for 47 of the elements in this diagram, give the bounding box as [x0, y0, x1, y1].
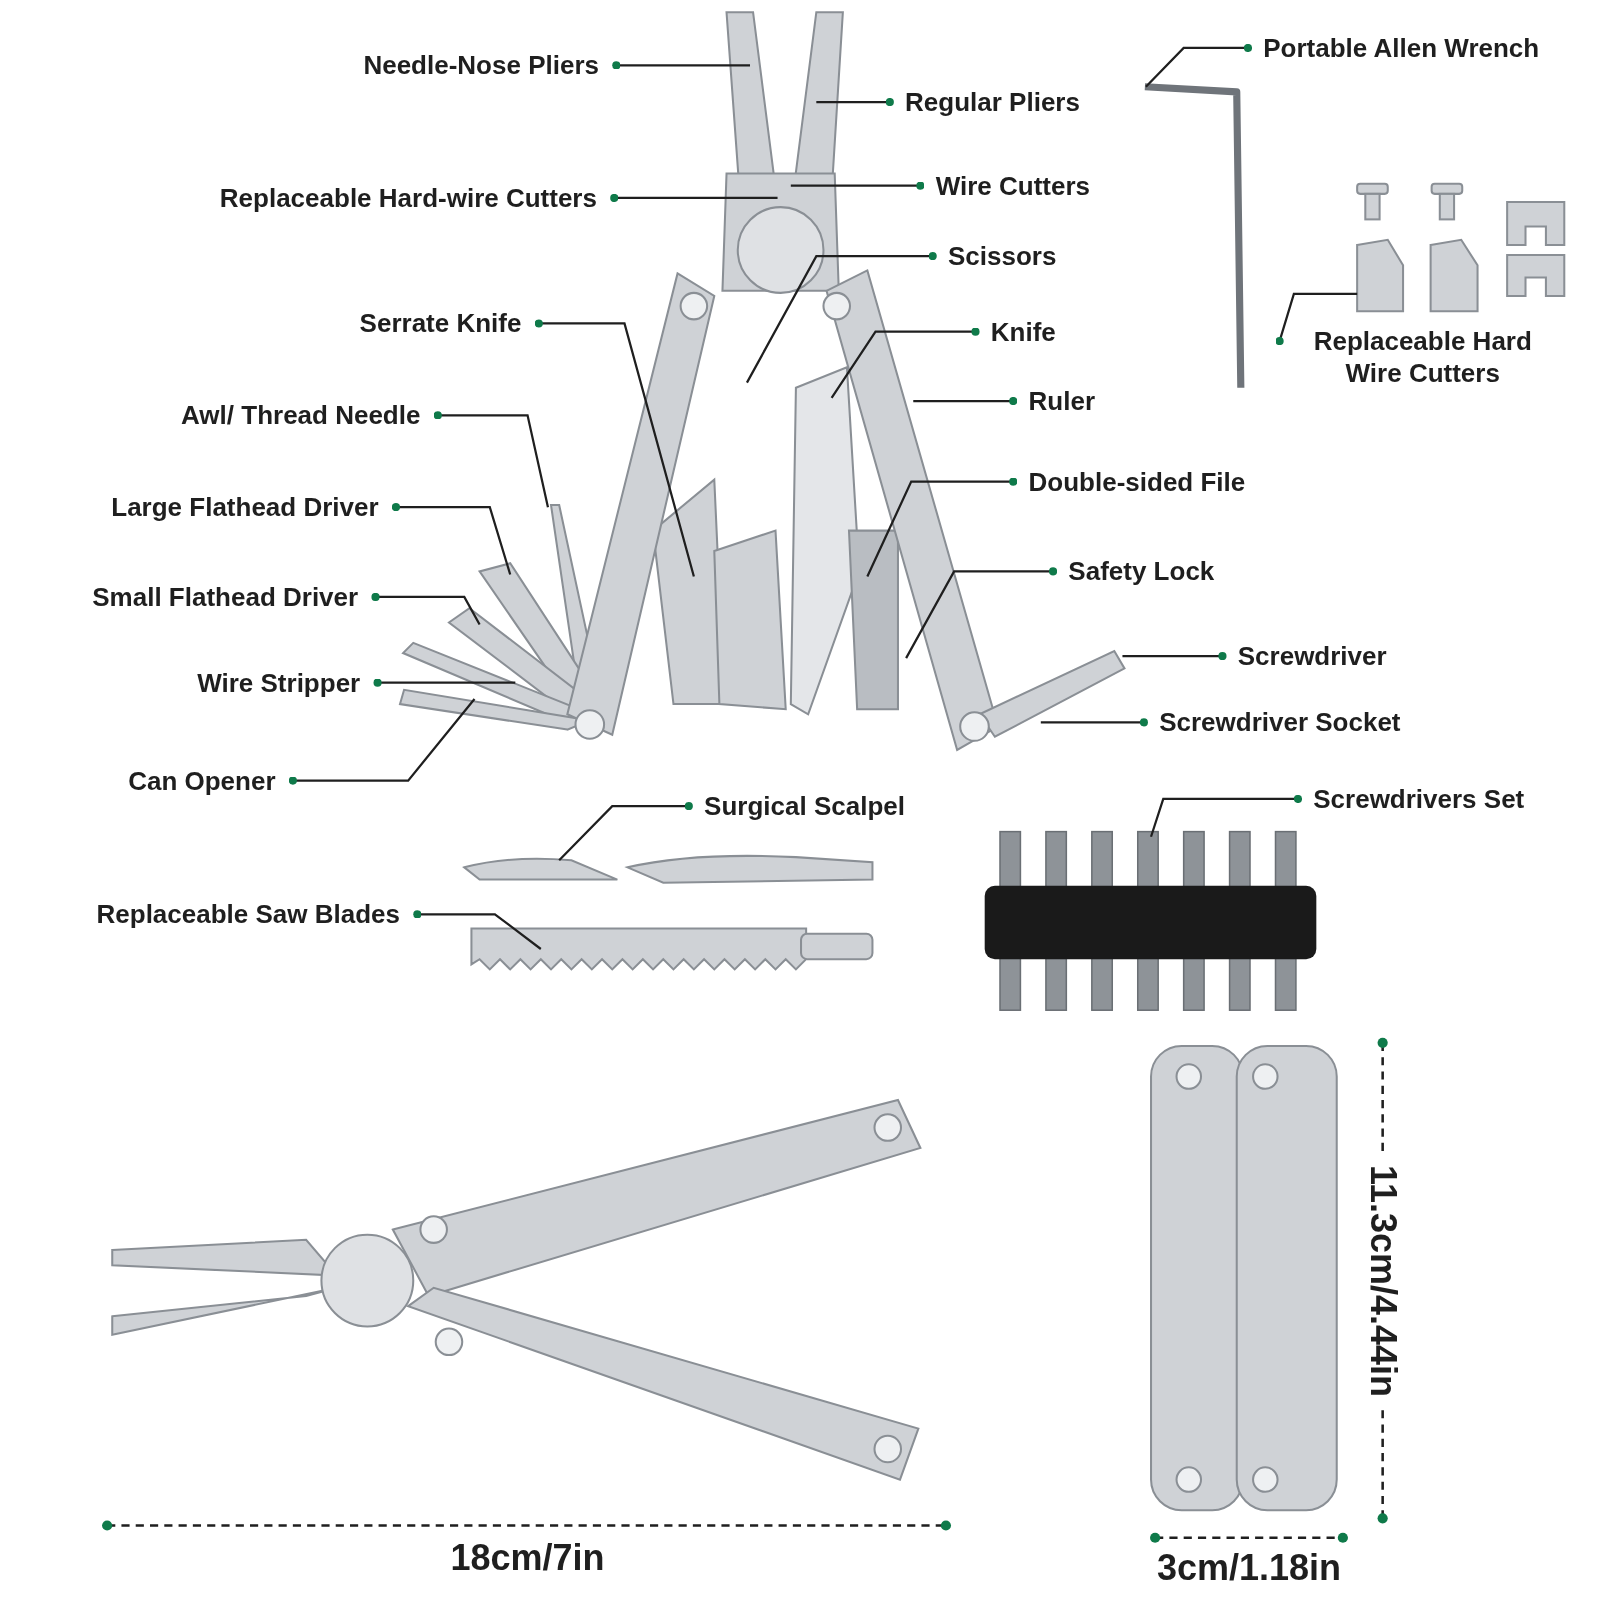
part-label: Surgical Scalpel — [704, 790, 905, 823]
part-label: Ruler — [1028, 385, 1096, 417]
leader-line — [1149, 794, 1303, 838]
leader-line — [433, 411, 550, 508]
part-label: Screwdriver Socket — [1159, 706, 1401, 739]
part-label: Wire Cutters — [935, 169, 1091, 202]
leader-line — [866, 477, 1018, 577]
leader-line — [790, 181, 925, 190]
leader-line — [534, 319, 695, 577]
leader-line — [1122, 652, 1227, 661]
dimension-label: 18cm/7in — [450, 1536, 605, 1581]
part-label: Double-sided File — [1028, 465, 1246, 498]
leader-line — [558, 802, 693, 861]
part-label: Replaceable Hard Wire Cutters — [1287, 324, 1558, 389]
leader-line — [1145, 43, 1253, 88]
part-label: Portable Allen Wrench — [1263, 31, 1540, 64]
leader-line — [830, 327, 980, 399]
part-label: Knife — [990, 315, 1056, 348]
leader-line — [610, 193, 778, 203]
leader-line — [745, 252, 937, 384]
leader-line — [371, 592, 481, 626]
dimension-label: 3cm/1.18in — [1156, 1546, 1342, 1591]
part-label: Regular Pliers — [905, 86, 1080, 119]
dimension-label: 11.3cm/4.44in — [1361, 1164, 1405, 1397]
part-label: Serrate Knife — [359, 307, 522, 340]
part-label: Small Flathead Driver — [92, 580, 359, 613]
part-label: Replaceable Hard-wire Cutters — [219, 181, 597, 214]
part-label: Safety Lock — [1068, 555, 1215, 588]
leader-line — [391, 503, 512, 575]
leader-line — [612, 61, 750, 70]
part-label: Screwdrivers Set — [1313, 782, 1525, 815]
leader-line — [373, 678, 516, 687]
part-label: Screwdriver — [1237, 640, 1387, 673]
leader-line — [905, 567, 1058, 659]
leader-line — [413, 910, 542, 950]
leader-line — [1275, 292, 1358, 346]
part-label: Awl/ Thread Needle — [181, 399, 421, 432]
part-label: Needle-Nose Pliers — [363, 49, 599, 82]
leader-line — [1040, 718, 1148, 727]
leader-line — [913, 396, 1018, 406]
leader-line — [288, 698, 476, 785]
part-label: Can Opener — [128, 764, 276, 797]
part-label: Large Flathead Driver — [111, 491, 379, 524]
leader-line — [816, 97, 894, 107]
part-label: Wire Stripper — [197, 666, 361, 699]
part-label: Scissors — [947, 240, 1057, 273]
part-label: Replaceable Saw Blades — [96, 898, 400, 931]
